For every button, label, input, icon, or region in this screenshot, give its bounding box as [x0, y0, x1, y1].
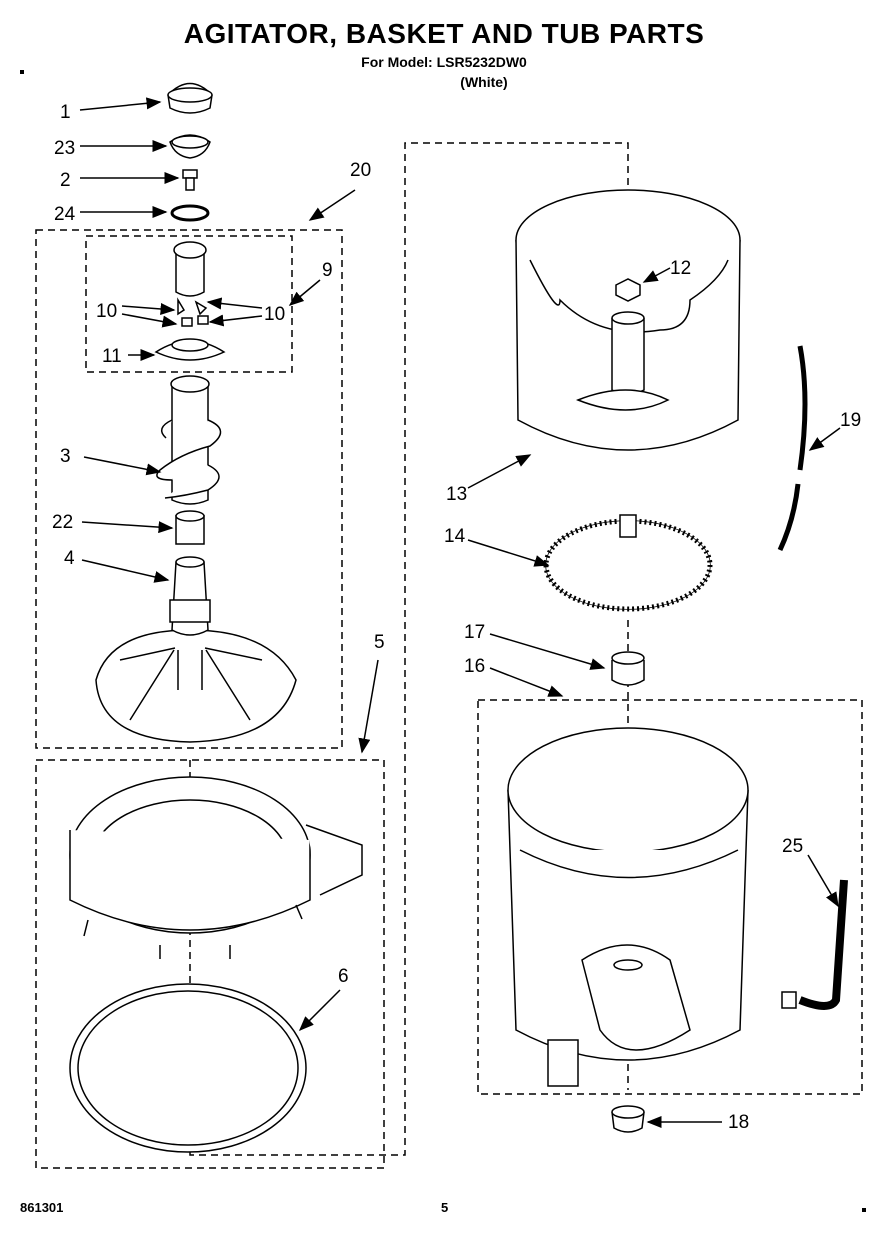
- callout-12: 12: [670, 258, 691, 279]
- model-line: For Model: LSR5232DW0: [361, 54, 527, 70]
- agitator-auger-part: [156, 375, 222, 505]
- group-box-9: [85, 235, 293, 373]
- callout-9: 9: [322, 260, 333, 281]
- cam-retainer-part: [154, 338, 226, 361]
- page-number: 5: [441, 1200, 449, 1215]
- agitator-cap-part: [167, 82, 213, 114]
- callout-18: 18: [728, 1112, 749, 1133]
- drain-plug-part: [611, 1105, 645, 1133]
- callout-13: 13: [446, 484, 467, 505]
- tub-ring-gasket-part: [69, 983, 307, 1153]
- registration-mark: [20, 70, 24, 74]
- drive-bell-part: [175, 510, 205, 545]
- callout-4: 4: [64, 548, 75, 569]
- callout-10-left: 10: [96, 301, 117, 322]
- callout-3: 3: [60, 446, 71, 467]
- page-title: AGITATOR, BASKET AND TUB PARTS: [183, 18, 705, 49]
- tub-ring-part: [69, 776, 363, 959]
- basket-nut-part: [615, 278, 641, 302]
- callout-19: 19: [840, 410, 861, 431]
- hub-bushing-part: [611, 651, 645, 686]
- o-ring-part: [170, 204, 210, 222]
- callout-20: 20: [350, 160, 371, 181]
- outer-tub-part: [507, 727, 749, 1087]
- bolt-part: [182, 169, 198, 191]
- connector-line: [189, 142, 629, 1156]
- callout-24: 24: [54, 204, 76, 225]
- registration-mark: [862, 1208, 866, 1212]
- basket-part: [515, 189, 741, 451]
- callout-17: 17: [464, 622, 485, 643]
- pressure-hose-part: [777, 345, 808, 552]
- callout-16: 16: [464, 656, 485, 677]
- drain-hose-part: [781, 879, 848, 1010]
- callout-6: 6: [338, 966, 349, 987]
- group-box-20: [35, 229, 343, 749]
- callout-23: 23: [54, 138, 75, 159]
- callout-1: 1: [60, 102, 71, 123]
- group-box-16: [477, 699, 863, 1095]
- group-box-5: [35, 759, 385, 1169]
- callout-11: 11: [102, 346, 122, 367]
- color-line: (White): [460, 74, 508, 90]
- callout-22: 22: [52, 512, 73, 533]
- basket-drive-hub-part: [543, 514, 713, 612]
- document-number: 861301: [20, 1200, 64, 1215]
- agitator-cam-part: [173, 241, 209, 327]
- callout-5: 5: [374, 632, 385, 653]
- cap-seal-part: [169, 134, 211, 159]
- callout-14: 14: [444, 526, 466, 547]
- callout-10-right: 10: [264, 304, 285, 325]
- callout-25: 25: [782, 836, 803, 857]
- callout-2: 2: [60, 170, 71, 191]
- agitator-base-part: [95, 556, 297, 743]
